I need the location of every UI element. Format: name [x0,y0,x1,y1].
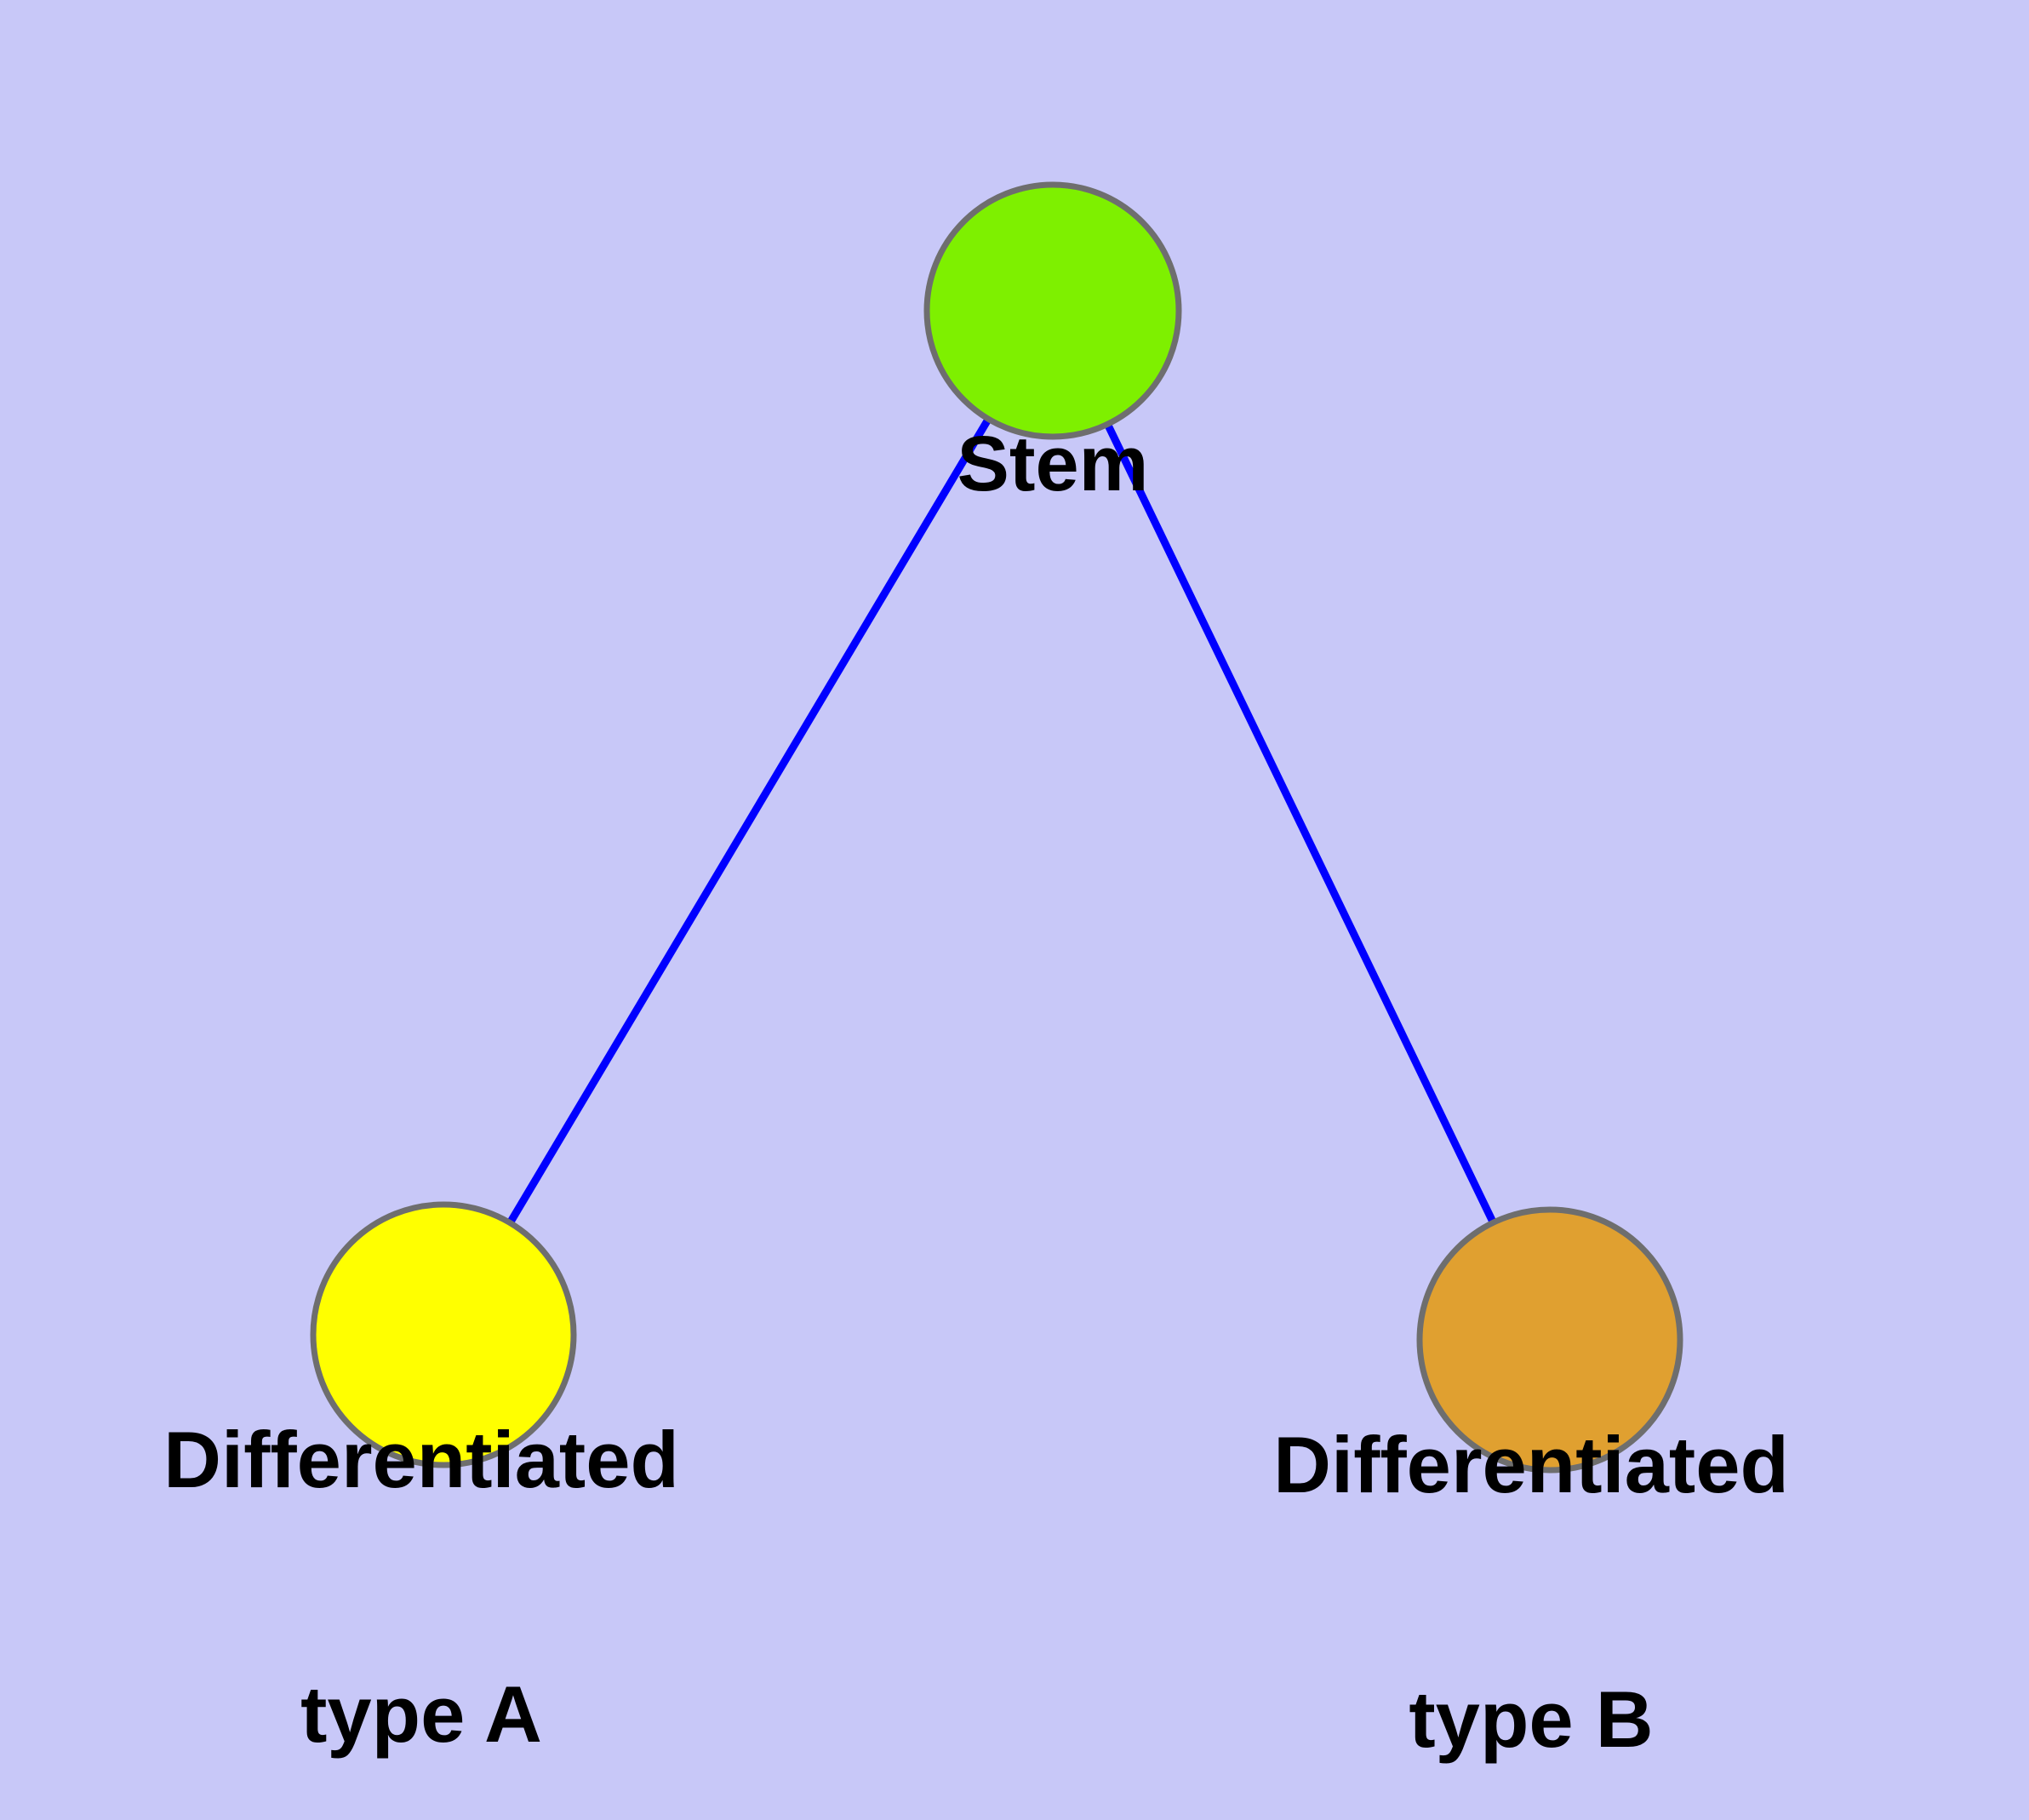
node-differentiated-type-a[interactable] [310,1201,577,1468]
nodes-group [310,181,1683,1474]
edge-stem-to-differentiated-type-b[interactable] [1102,419,1499,1228]
node-differentiated-type-b[interactable] [1416,1206,1683,1474]
edges-group [505,414,1499,1228]
edge-stem-to-differentiated-type-a[interactable] [505,414,994,1228]
node-stem[interactable] [923,181,1182,440]
